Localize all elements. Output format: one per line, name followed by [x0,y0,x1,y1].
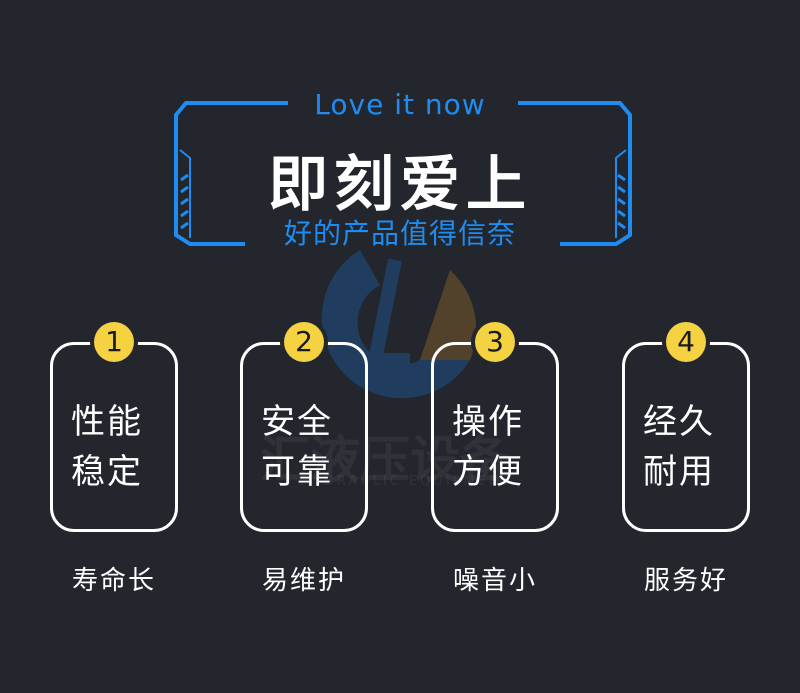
feature-text: 性能 稳定 [71,397,143,497]
feature-card-2: 2 安全 可靠 [240,322,368,532]
page-subtitle: 好的产品值得信奈 [283,217,516,250]
feature-line-2: 稳定 [71,452,143,492]
feature-line-2: 耐用 [643,452,715,492]
number-badge: 4 [666,322,706,362]
feature-caption-1: 寿命长 [71,566,156,596]
feature-line-1: 操作 [452,402,524,442]
number-badge: 2 [284,322,324,362]
watermark-subtext: HYDRAULIC EQUIPMENT [300,474,513,489]
feature-caption-3: 噪音小 [452,566,537,596]
feature-card-1: 1 性能 稳定 [50,322,178,532]
number-badge: 3 [475,322,515,362]
feature-line-2: 方便 [452,452,524,492]
feature-text: 安全 可靠 [261,397,333,497]
feature-card-3: 3 操作 方便 [431,322,559,532]
feature-text: 操作 方便 [452,397,524,497]
feature-caption-4: 服务好 [643,566,728,596]
feature-line-1: 安全 [261,402,333,442]
feature-line-1: 性能 [71,402,143,442]
feature-caption-2: 易维护 [261,566,346,596]
feature-card-4: 4 经久 耐用 [622,322,750,532]
feature-line-1: 经久 [643,402,715,442]
watermark-text: 汇液压设备 [260,431,510,489]
english-tagline: Love it now [314,88,486,121]
feature-text: 经久 耐用 [643,397,715,497]
header-frame [174,101,632,246]
number-badge: 1 [94,322,134,362]
feature-line-2: 可靠 [261,452,333,492]
page-title: 即刻爱上 [268,150,532,220]
